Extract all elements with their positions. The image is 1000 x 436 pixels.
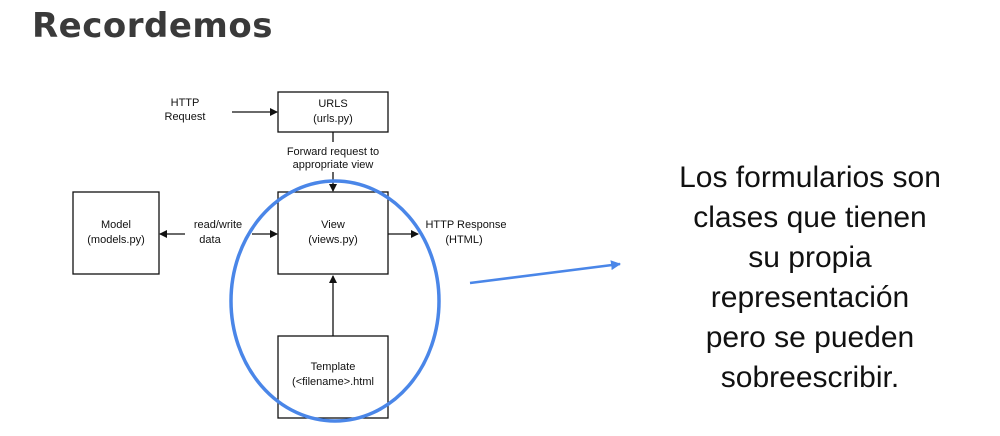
view-label: View bbox=[321, 219, 345, 231]
urls-label: URLS bbox=[318, 98, 347, 110]
http-request-label-line2: Request bbox=[165, 111, 206, 123]
forward-label-line1: Forward request to bbox=[287, 146, 379, 158]
http-response-label-line2: (HTML) bbox=[445, 234, 482, 246]
model-file-label: (models.py) bbox=[87, 234, 144, 246]
pointer-arrow bbox=[469, 260, 621, 285]
view-file-label: (views.py) bbox=[308, 234, 358, 246]
note-line-2: clases que tienen bbox=[693, 201, 927, 234]
view-box bbox=[277, 191, 389, 275]
forward-label-line2: appropriate view bbox=[293, 159, 374, 171]
note-line-6: sobreescribir. bbox=[720, 361, 900, 394]
http-response-label-line1: HTTP Response bbox=[425, 219, 506, 231]
model-box bbox=[72, 191, 160, 275]
template-file-label: (<filename>.html bbox=[292, 376, 374, 388]
page-title: Recordemos bbox=[32, 6, 273, 46]
readwrite-label-line1: read/write bbox=[194, 219, 242, 231]
note-line-1: Los formularios son bbox=[679, 161, 941, 194]
template-label: Template bbox=[311, 361, 356, 373]
note-line-5: pero se pueden bbox=[705, 321, 915, 354]
urls-file-label: (urls.py) bbox=[313, 113, 353, 125]
template-box bbox=[277, 335, 389, 419]
urls-box bbox=[277, 91, 389, 133]
readwrite-label-line2: data bbox=[199, 234, 221, 246]
model-label: Model bbox=[101, 219, 131, 231]
note-line-3: su propia bbox=[748, 241, 872, 274]
explanation-text: Los formularios son clases que tienen su… bbox=[640, 158, 980, 398]
highlight-circle bbox=[229, 179, 441, 423]
http-request-label-line1: HTTP bbox=[171, 97, 200, 109]
note-line-4: representación bbox=[710, 281, 910, 314]
